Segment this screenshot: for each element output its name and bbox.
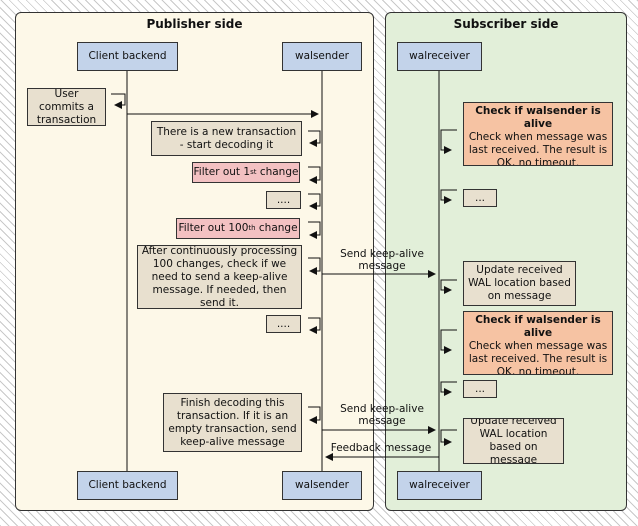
self-arrow-ws-5 <box>308 257 321 275</box>
self-arrow-ws-1 <box>308 130 321 147</box>
self-arrow-ws-3 <box>308 193 321 210</box>
note-new-transaction: There is a new transaction - start decod… <box>151 121 302 156</box>
note-small-ellipsis-2: ... <box>463 380 497 398</box>
self-arrow-wr-6 <box>440 429 457 446</box>
participant-walsender-top: walsender <box>282 42 362 71</box>
note-check-alive-2: Check if walsender is alive Check when m… <box>463 311 613 375</box>
check-alive-1-body: Check when message was last received. Th… <box>468 131 608 166</box>
note-after-processing: After continuously processing 100 change… <box>137 245 302 309</box>
self-arrow-wr-4 <box>440 329 457 354</box>
filter-1-pre: Filter out 1 <box>193 166 251 178</box>
subscriber-title: Subscriber side <box>453 17 559 31</box>
note-check-alive-1: Check if walsender is alive Check when m… <box>463 102 613 166</box>
check-alive-2-body: Check when message was last received. Th… <box>468 340 608 375</box>
participant-walreceiver-bottom: walreceiver <box>397 471 482 500</box>
filter-100-pre: Filter out 100 <box>178 222 249 234</box>
self-arrow-wr-3 <box>440 279 457 294</box>
participant-client-backend-bottom: Client backend <box>77 471 178 500</box>
participant-walreceiver-top: walreceiver <box>397 42 482 71</box>
filter-100-sup: th <box>248 224 256 232</box>
note-update-location-1: Update received WAL location based on me… <box>463 261 576 306</box>
filter-1-sup: st <box>250 168 257 176</box>
label-feedback: Feedback message <box>330 442 432 454</box>
label-keep-alive-1: Send keep-alive message <box>340 248 424 272</box>
filter-100-post: change <box>255 222 298 234</box>
self-arrow-wr-1 <box>440 129 457 154</box>
check-alive-1-title: Check if walsender is alive <box>475 105 601 130</box>
note-ellipsis-1: .... <box>266 191 301 209</box>
note-small-ellipsis-1: ... <box>463 189 497 207</box>
label-keep-alive-2: Send keep-alive message <box>340 403 424 427</box>
self-arrow-ws-2 <box>308 166 321 184</box>
note-update-location-2: Update received WAL location based on me… <box>463 418 564 464</box>
self-arrow-ws-4 <box>308 221 321 239</box>
self-arrow-ws-7 <box>308 406 321 424</box>
self-arrow-ws-6 <box>308 317 321 334</box>
note-ellipsis-2: .... <box>266 315 301 333</box>
self-arrow-client-1 <box>111 93 126 109</box>
participant-client-backend-top: Client backend <box>77 42 178 71</box>
self-arrow-wr-2 <box>440 189 457 204</box>
note-user-commits: User commits a transaction <box>27 88 106 126</box>
participant-walsender-bottom: walsender <box>282 471 362 500</box>
publisher-title: Publisher side <box>146 17 243 31</box>
note-finish-decoding: Finish decoding this transaction. If it … <box>163 393 302 452</box>
check-alive-2-title: Check if walsender is alive <box>475 314 601 339</box>
filter-1-post: change <box>256 166 299 178</box>
self-arrow-wr-5 <box>440 381 457 396</box>
